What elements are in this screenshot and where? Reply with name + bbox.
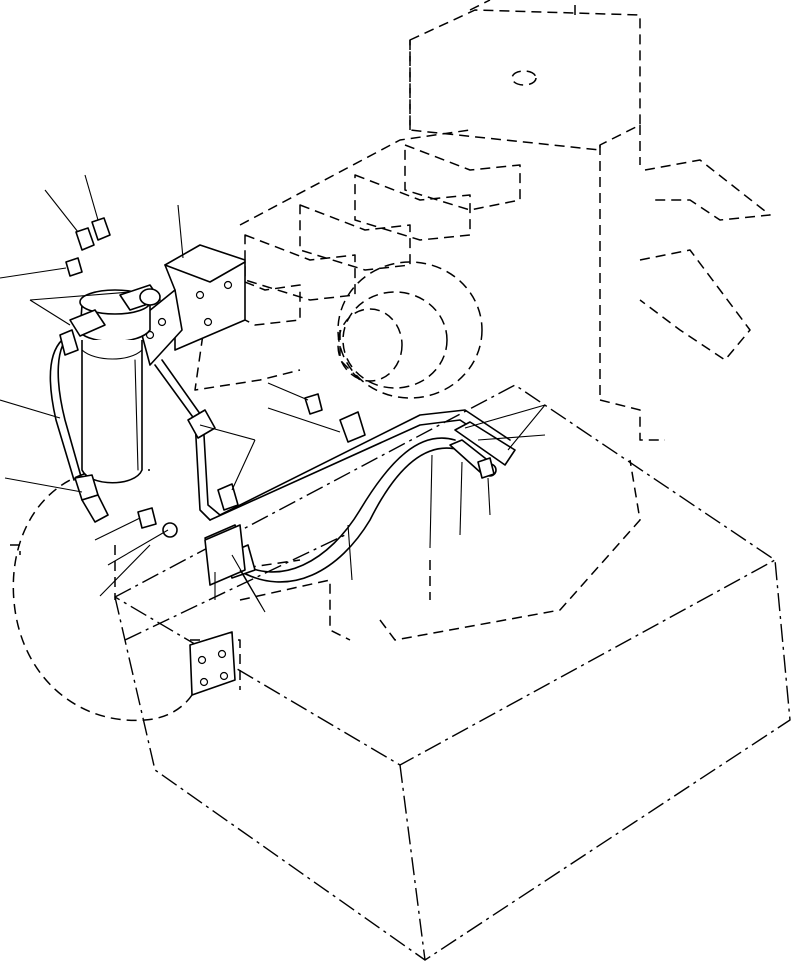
fuel-filter [69, 284, 161, 484]
filter-bracket [137, 244, 246, 366]
mounting-brackets [187, 409, 366, 696]
fuel-tank-phantom [114, 384, 791, 961]
callout-leader-lines [0, 174, 546, 613]
bolts [65, 217, 495, 538]
